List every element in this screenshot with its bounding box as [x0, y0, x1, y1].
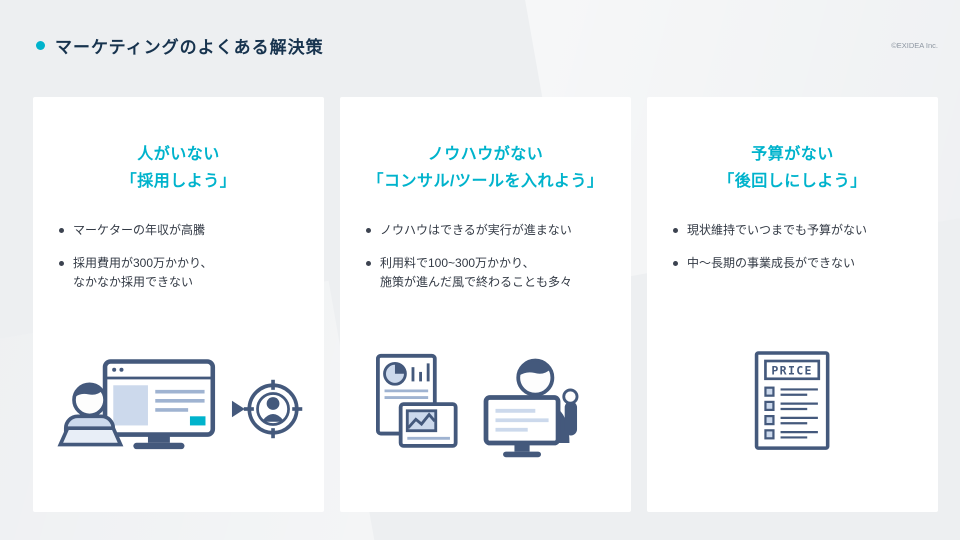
price-label: PRICE	[771, 363, 812, 377]
person-at-laptop-icon	[56, 382, 123, 447]
bullet-dot-icon	[59, 228, 64, 234]
target-person-icon	[243, 379, 302, 439]
price-list-icon: PRICE	[754, 351, 829, 450]
report-documents-icon	[375, 353, 458, 448]
bullet-text: ノウハウはできるが実行が進まない	[380, 223, 572, 238]
card-budget: 予算がない 「後回しにしよう」 現状維持でいつまでも予算がない 中〜長期の事業成…	[647, 97, 938, 512]
bullet-text: マーケターの年収が高騰	[73, 223, 206, 238]
copyright-text: ©EXIDEA Inc.	[891, 41, 938, 50]
price-row-2	[763, 400, 818, 411]
card-title-line2: 「後回しにしよう」	[718, 173, 867, 191]
list-item: 採用費用が300万かかり、 なかなか採用できない	[59, 254, 302, 292]
bullet-dot-icon	[673, 228, 678, 234]
list-item: ノウハウはできるが実行が進まない	[366, 221, 609, 240]
card-title-line1: 人がいない	[137, 146, 220, 163]
card-title-line2: 「採用しよう」	[120, 173, 237, 191]
bullet-list: 現状維持でいつまでも予算がない 中〜長期の事業成長ができない	[647, 221, 938, 272]
price-list-illustration: PRICE	[647, 350, 938, 452]
bullet-text: 中〜長期の事業成長ができない	[687, 255, 856, 270]
card-title-hiring: 人がいない 「採用しよう」	[33, 141, 324, 195]
card-consulting: ノウハウがない 「コンサル/ツールを入れよう」 ノウハウはできるが実行が進まない…	[340, 97, 631, 512]
card-hiring: 人がいない 「採用しよう」 マーケターの年収が高騰 採用費用が300万かかり、 …	[33, 97, 324, 512]
price-row-4	[763, 429, 818, 440]
consulting-tools-illustration	[340, 352, 631, 462]
list-item: マーケターの年収が高騰	[59, 221, 302, 240]
bullet-dot-icon	[366, 228, 371, 234]
list-item: 中〜長期の事業成長ができない	[673, 254, 916, 273]
list-item: 現状維持でいつまでも予算がない	[673, 221, 916, 240]
title-bullet-icon	[36, 41, 45, 50]
page-title: マーケティングのよくある解決策	[55, 38, 324, 57]
bullet-dot-icon	[673, 260, 678, 266]
monitor-icon	[102, 359, 215, 450]
slide-header: マーケティングのよくある解決策	[36, 33, 324, 58]
card-title-budget: 予算がない 「後回しにしよう」	[647, 141, 938, 195]
hiring-target-illustration	[33, 356, 324, 462]
bullet-text: 現状維持でいつまでも予算がない	[687, 223, 868, 238]
bullet-list: マーケターの年収が高騰 採用費用が300万かかり、 なかなか採用できない	[33, 221, 324, 292]
card-title-line2: 「コンサル/ツールを入れよう」	[367, 173, 604, 191]
bullet-dot-icon	[366, 260, 371, 266]
card-title-line1: ノウハウがない	[427, 146, 544, 163]
bullet-text: 利用料で100~300万かかり、 施策が進んだ風で終わることも多々	[380, 255, 573, 289]
person-at-monitor-icon	[483, 358, 578, 458]
price-row-3	[763, 415, 818, 426]
bullet-list: ノウハウはできるが実行が進まない 利用料で100~300万かかり、 施策が進んだ…	[340, 221, 631, 292]
price-row-1	[763, 386, 818, 397]
bullet-dot-icon	[59, 260, 64, 266]
hiring-illustration-svg	[56, 359, 302, 450]
bullet-text: 採用費用が300万かかり、 なかなか採用できない	[73, 255, 213, 289]
consulting-illustration-svg	[375, 353, 578, 458]
card-title-line1: 予算がない	[751, 146, 834, 163]
price-illustration-svg: PRICE	[754, 351, 829, 450]
card-title-consulting: ノウハウがない 「コンサル/ツールを入れよう」	[340, 141, 631, 195]
list-item: 利用料で100~300万かかり、 施策が進んだ風で終わることも多々	[366, 254, 609, 292]
solution-cards: 人がいない 「採用しよう」 マーケターの年収が高騰 採用費用が300万かかり、 …	[33, 97, 938, 512]
arrow-right-icon	[231, 400, 245, 418]
